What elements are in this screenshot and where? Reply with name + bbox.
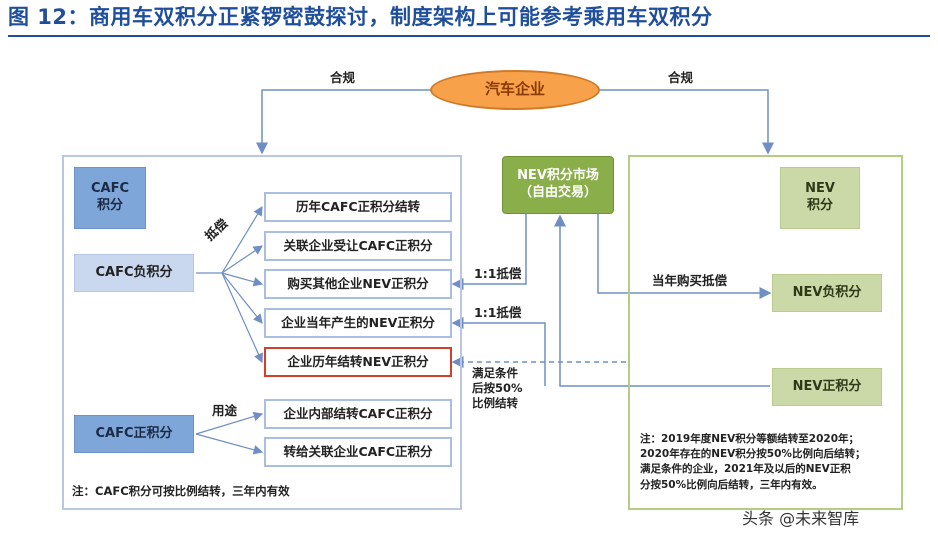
nev-title-line1: NEV [805, 181, 835, 197]
cafc-negative-credit: CAFC负积分 [74, 254, 194, 292]
annual-purchase-offset-label: 当年购买抵偿 [652, 273, 728, 288]
offset-item-historical-cafc: 历年CAFC正积分结转 [264, 192, 452, 222]
compliance-left-connector [256, 89, 430, 155]
compliance-right-connector [600, 89, 774, 155]
compliance-right-label: 合规 [668, 70, 694, 85]
ratio-label-purchase: 1:1抵偿 [474, 266, 522, 281]
nev-negative-credit: NEV负积分 [772, 274, 882, 312]
cafc-title-line2: 积分 [96, 198, 123, 213]
nev-note-line1: 注：2019年度NEV积分等额结转至2020年； [640, 433, 860, 445]
nev-note-line2: 2020年存在的NEV积分按50%比例向后结转； [640, 448, 866, 461]
use-item-internal-carry: 企业内部结转CAFC正积分 [264, 399, 452, 429]
nev-market-line2: （自由交易） [518, 185, 597, 200]
cafc-note: 注：CAFC积分可按比例结转，三年内有效 [72, 484, 290, 498]
offset-item-carried-nev: 企业历年结转NEV正积分 [264, 347, 452, 377]
automaker-node: 汽车企业 [430, 70, 600, 110]
cafc-title-box: CAFC 积分 [74, 167, 146, 229]
offset-item-affiliate-cafc: 关联企业受让CAFC正积分 [264, 231, 452, 261]
cafc-title-line1: CAFC [90, 181, 130, 197]
carry-condition-line3: 比例结转 [472, 395, 518, 410]
cafc-panel [62, 155, 462, 510]
ratio-label-current: 1:1抵偿 [474, 305, 522, 320]
figure-title: 图 12：商用车双积分正紧锣密鼓探讨，制度架构上可能参考乘用车双积分 [8, 5, 713, 29]
nev-panel [628, 155, 903, 510]
nev-note: 注：2019年度NEV积分等额结转至2020年； 2020年存在的NEV积分按5… [640, 432, 898, 493]
market-to-nev-negative-connector [597, 214, 772, 299]
use-label: 用途 [212, 403, 238, 418]
use-item-transfer-affiliate: 转给关联企业CAFC正积分 [264, 437, 452, 467]
carry-condition-label: 满足条件 后按50% 比例结转 [472, 366, 523, 411]
offset-item-purchased-nev: 购买其他企业NEV正积分 [264, 269, 452, 299]
nev-market-line1: NEV积分市场 [517, 168, 599, 184]
market-to-purchase-connector [451, 214, 527, 290]
cafc-positive-fan [195, 411, 264, 455]
carry-condition-line1: 满足条件 [472, 366, 518, 380]
compliance-left-label: 合规 [330, 70, 356, 85]
nev-note-line3: 满足条件的企业，2021年及以后的NEV正积 [640, 463, 851, 476]
nev-market-node: NEV积分市场 （自由交易） [502, 156, 614, 214]
source-watermark: 头条 @未来智库 [742, 509, 860, 528]
nev-positive-to-market-connector [554, 214, 770, 387]
cafc-negative-fan [196, 205, 264, 364]
nev-title-line2: 积分 [806, 198, 833, 213]
nev-title-box: NEV 积分 [780, 167, 860, 229]
offset-item-current-nev: 企业当年产生的NEV正积分 [264, 308, 452, 338]
nev-positive-credit: NEV正积分 [772, 368, 882, 406]
title-divider [8, 35, 930, 37]
nev-note-line4: 分按50%比例向后结转，三年内有效。 [640, 478, 823, 491]
nev-positive-to-current-year-connector [451, 317, 546, 386]
cafc-positive-credit: CAFC正积分 [74, 415, 194, 453]
carry-condition-line2: 后按50% [472, 380, 523, 395]
